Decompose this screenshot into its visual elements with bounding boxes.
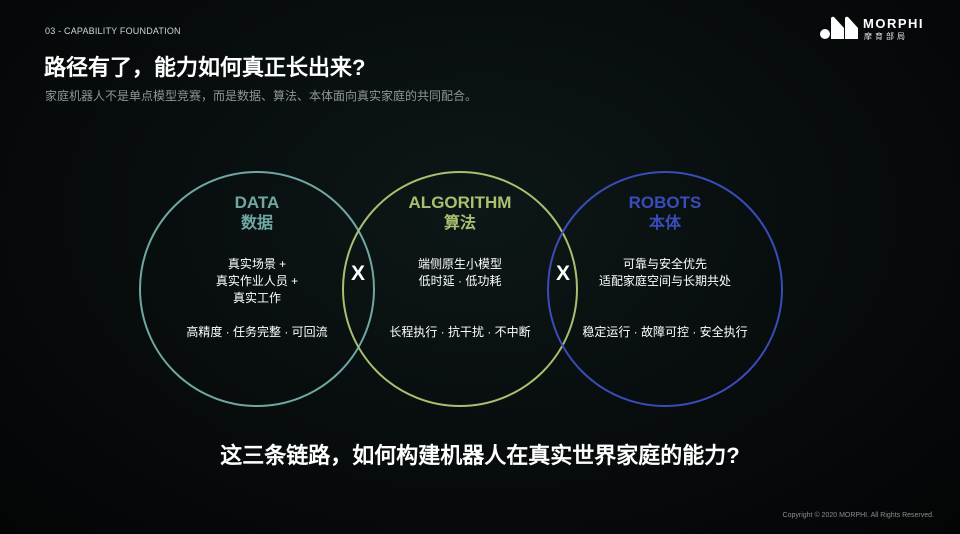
page-subtitle: 家庭机器人不是单点模型竞赛，而是数据、算法、本体面向真实家庭的共同配合。 bbox=[45, 89, 478, 103]
algorithm-title-cn: 算法 bbox=[443, 215, 476, 232]
robots-title-cn: 本体 bbox=[648, 215, 681, 232]
algorithm-line: 端侧原生小模型 bbox=[417, 257, 502, 271]
multiply-operator: X bbox=[556, 262, 571, 285]
algorithm-description: 端侧原生小模型 低时延 · 低功耗 bbox=[360, 256, 560, 290]
data-line: 真实工作 bbox=[232, 291, 281, 305]
robots-line: 适配家庭空间与长期共处 bbox=[598, 274, 731, 288]
data-circle-title: DATA 数据 bbox=[157, 193, 357, 235]
data-title-en: DATA bbox=[234, 193, 280, 212]
robots-circle-title: ROBOTS 本体 bbox=[565, 193, 765, 235]
algorithm-line: 低时延 · 低功耗 bbox=[418, 274, 502, 288]
data-title-cn: 数据 bbox=[240, 215, 273, 232]
robots-title-en: ROBOTS bbox=[628, 193, 702, 212]
algorithm-title-en: ALGORITHM bbox=[408, 193, 512, 212]
data-circle bbox=[139, 171, 375, 407]
page-title: 路径有了，能力如何真正长出来? bbox=[44, 55, 366, 80]
robots-footer: 稳定运行 · 故障可控 · 安全执行 bbox=[582, 325, 748, 339]
logo-mark-icon bbox=[820, 16, 858, 39]
copyright: Copyright © 2020 MORPHI. All Rights Rese… bbox=[782, 512, 934, 519]
data-line: 真实作业人员 + bbox=[215, 274, 299, 288]
data-description: 真实场景 + 真实作业人员 + 真实工作 bbox=[157, 256, 357, 307]
section-label: 03 - CAPABILITY FOUNDATION bbox=[45, 26, 181, 36]
closing-question: 这三条链路，如何构建机器人在真实世界家庭的能力? bbox=[220, 443, 740, 468]
robots-line: 可靠与安全优先 bbox=[622, 257, 707, 271]
logo-subtitle: 摩育部局 bbox=[864, 32, 908, 41]
data-line: 真实场景 + bbox=[227, 257, 287, 271]
data-footer: 高精度 · 任务完整 · 可回流 bbox=[186, 325, 328, 339]
morphi-logo: MORPHI 摩育部局 bbox=[820, 14, 924, 42]
algorithm-circle bbox=[342, 171, 578, 407]
robots-circle bbox=[547, 171, 783, 407]
algorithm-footer: 长程执行 · 抗干扰 · 不中断 bbox=[389, 325, 531, 339]
algorithm-circle-title: ALGORITHM 算法 bbox=[360, 193, 560, 235]
multiply-operator: X bbox=[351, 262, 366, 285]
robots-description: 可靠与安全优先 适配家庭空间与长期共处 bbox=[565, 256, 765, 290]
logo-name: MORPHI bbox=[863, 16, 924, 31]
